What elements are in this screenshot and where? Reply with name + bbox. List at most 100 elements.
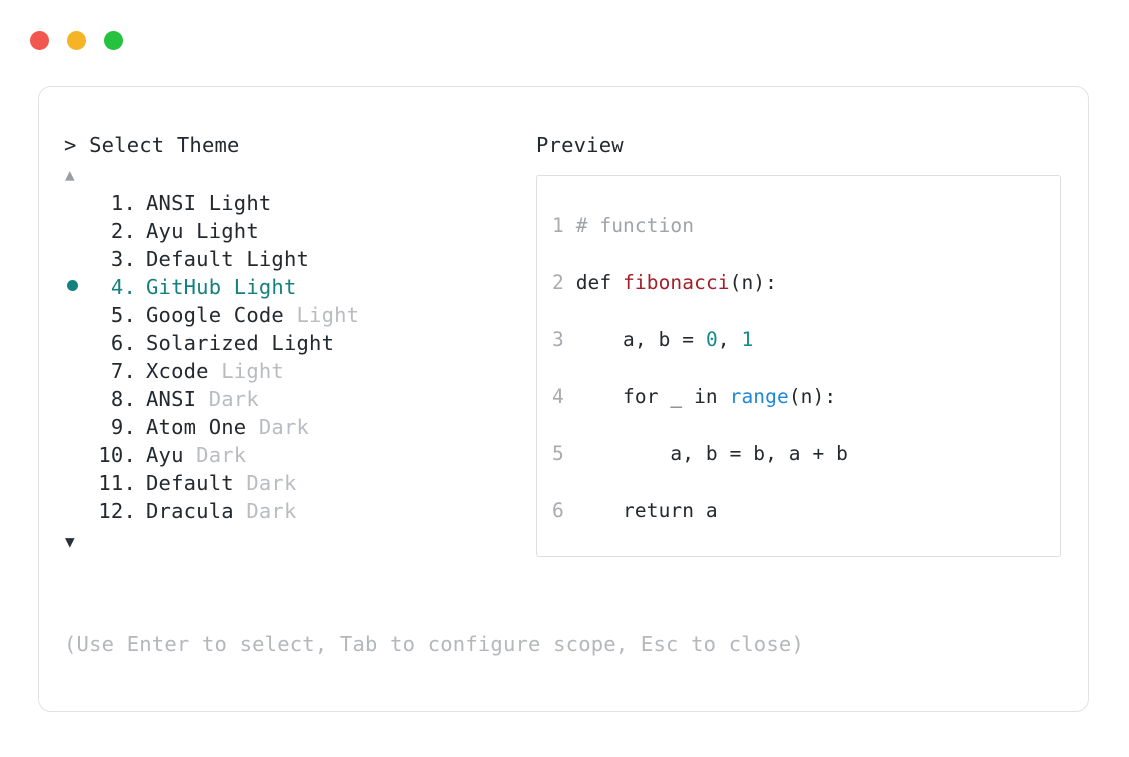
theme-item-name: Dracula: [146, 499, 247, 523]
theme-item-number: 8.: [110, 387, 136, 411]
theme-list-item[interactable]: 2. Ayu Light: [64, 217, 534, 245]
theme-item-variant: Dark: [258, 415, 310, 439]
theme-item-variant: Light: [296, 303, 360, 327]
preview-title: Preview: [536, 133, 624, 157]
theme-item-name: Google Code: [146, 303, 297, 327]
code-token: fibonacci: [623, 271, 730, 294]
theme-item-number: 10.: [98, 443, 136, 467]
theme-list-item[interactable]: 1. ANSI Light: [64, 189, 534, 217]
theme-list-item[interactable]: 12. Dracula Dark: [64, 497, 534, 525]
theme-item-number: 9.: [110, 415, 136, 439]
maximize-window-button[interactable]: [104, 31, 123, 50]
preview-box: 1 # function 2 def fibonacci(n): 3 a, b …: [536, 175, 1061, 557]
code-token: # function: [575, 214, 695, 237]
theme-item-label: Xcode Light: [146, 357, 284, 385]
theme-item-variant: Light: [221, 359, 284, 383]
theme-item-variant: Light: [208, 191, 272, 215]
theme-picker-columns: > Select Theme ▲ 1. ANSI Light 2. Ayu Light…: [39, 87, 1088, 711]
theme-item-label: Default Dark: [146, 469, 297, 497]
theme-item-number: 7.: [110, 359, 136, 383]
code-sample: 1 # function 2 def fibonacci(n): 3 a, b …: [537, 212, 1060, 554]
code-token: 0: [705, 328, 718, 351]
theme-list-item[interactable]: 11. Default Dark: [64, 469, 534, 497]
code-line-number: 2: [552, 271, 576, 294]
theme-item-number: 5.: [110, 303, 136, 327]
selection-bullet-slot: [64, 273, 92, 301]
theme-item-number: 3.: [110, 247, 136, 271]
theme-item-label: Dracula Dark: [146, 497, 297, 525]
code-token: (n):: [788, 385, 837, 408]
scroll-down-icon[interactable]: ▼: [65, 532, 75, 551]
page-title: > Select Theme: [64, 133, 240, 157]
theme-item-name: Default: [146, 471, 247, 495]
keyboard-hint: (Use Enter to select, Tab to configure s…: [64, 632, 804, 656]
theme-list-item[interactable]: 7. Xcode Light: [64, 357, 534, 385]
code-line: 4 for _ in range(n):: [537, 383, 1060, 412]
code-line-number: 4: [552, 385, 576, 408]
code-line: 5 a, b = b, a + b: [537, 440, 1060, 469]
minimize-window-button[interactable]: [67, 31, 86, 50]
selected-bullet-icon: [67, 280, 78, 291]
window-traffic-lights: [30, 31, 123, 50]
theme-item-variant: Light: [233, 275, 297, 299]
theme-item-name: ANSI: [146, 191, 209, 215]
theme-item-name: Default: [146, 247, 247, 271]
theme-list-item[interactable]: 9. Atom One Dark: [64, 413, 534, 441]
code-line: 1 # function: [537, 212, 1060, 241]
code-token: (n):: [729, 271, 777, 294]
code-token: a, b = b, a + b: [575, 442, 849, 465]
code-line: 3 a, b = 0, 1: [537, 326, 1060, 355]
theme-list-item[interactable]: 10. Ayu Dark: [64, 441, 534, 469]
close-window-button[interactable]: [30, 31, 49, 50]
theme-item-variant: Dark: [196, 443, 247, 467]
theme-item-name: Xcode: [146, 359, 222, 383]
theme-list-item[interactable]: 6. Solarized Light: [64, 329, 534, 357]
preview-pane: Preview 1 # function 2 def fibonacci(n):…: [536, 131, 1066, 557]
theme-item-variant: Light: [271, 331, 335, 355]
theme-item-variant: Dark: [208, 387, 259, 411]
theme-item-label: Default Light: [146, 245, 309, 273]
theme-item-number: 1.: [110, 191, 136, 215]
theme-item-name: ANSI: [146, 387, 209, 411]
code-token: def: [575, 271, 624, 294]
theme-list-item[interactable]: 5. Google Code Light: [64, 301, 534, 329]
theme-item-number: 12.: [98, 499, 136, 523]
theme-item-label: ANSI Light: [146, 189, 271, 217]
theme-item-label: ANSI Dark: [146, 385, 259, 413]
code-line-number: 5: [552, 442, 576, 465]
theme-item-label: Ayu Dark: [146, 441, 246, 469]
theme-item-name: Solarized: [146, 331, 272, 355]
theme-item-name: Ayu: [146, 219, 197, 243]
scroll-up-icon[interactable]: ▲: [65, 165, 75, 184]
code-line: 2 def fibonacci(n):: [537, 269, 1060, 298]
theme-list-item[interactable]: 4. GitHub Light: [64, 273, 534, 301]
theme-item-label: Atom One Dark: [146, 413, 309, 441]
theme-list-item[interactable]: 8. ANSI Dark: [64, 385, 534, 413]
code-token: return a: [575, 499, 718, 522]
code-line-number: 6: [552, 499, 576, 522]
theme-item-number: 6.: [110, 331, 136, 355]
theme-item-label: Google Code Light: [146, 301, 359, 329]
theme-item-label: GitHub Light: [146, 273, 297, 301]
theme-picker-card: > Select Theme ▲ 1. ANSI Light 2. Ayu Light…: [38, 86, 1089, 712]
theme-item-name: GitHub: [146, 275, 234, 299]
theme-item-number: 11.: [98, 471, 136, 495]
code-line-number: 3: [552, 328, 576, 351]
theme-item-number: 4.: [110, 275, 136, 299]
code-token: ,: [717, 328, 742, 351]
theme-item-variant: Dark: [246, 499, 297, 523]
code-line-number: 1: [552, 214, 576, 237]
theme-item-label: Ayu Light: [146, 217, 259, 245]
code-token: range: [729, 385, 789, 408]
theme-item-number: 2.: [110, 219, 136, 243]
code-token: 1: [741, 328, 754, 351]
theme-list-item[interactable]: 3. Default Light: [64, 245, 534, 273]
theme-item-label: Solarized Light: [146, 329, 334, 357]
theme-item-variant: Light: [246, 247, 310, 271]
theme-item-variant: Light: [196, 219, 259, 243]
code-token: a, b =: [575, 328, 706, 351]
theme-list-pane: > Select Theme ▲ 1. ANSI Light 2. Ayu Light…: [64, 131, 534, 553]
code-line: 6 return a: [537, 497, 1060, 526]
theme-item-name: Ayu: [146, 443, 197, 467]
